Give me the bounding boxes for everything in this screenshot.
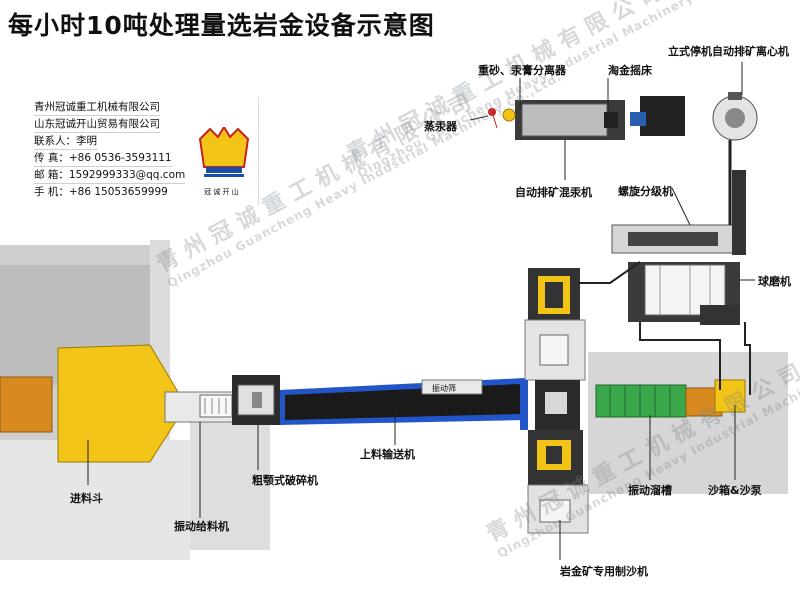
feed-hopper (57, 344, 179, 463)
feed-bin (0, 376, 53, 433)
fax: 传 真：+86 0536-3593111 (34, 150, 172, 167)
pipe (744, 322, 751, 395)
vibrating-feeder (164, 391, 236, 423)
spiral-classifier (611, 170, 746, 255)
shaking-table (630, 96, 685, 136)
mercury-separator (488, 108, 516, 129)
label-feed-hopper: 进料斗 (70, 492, 103, 505)
main-conveyor (280, 378, 525, 425)
company-name-2: 山东冠诚开山贸易有限公司 (34, 116, 160, 133)
pipe (639, 322, 721, 390)
label-centrifuge: 立式停机自动排矿离心机 (668, 45, 789, 58)
jaw-crusher (232, 375, 280, 425)
label-mercury-separator: 重砂、汞膏分离器 (478, 64, 566, 77)
ball-mill (628, 262, 740, 325)
amalgamation-mixer (515, 100, 625, 140)
label-vibrating-chute: 振动溜槽 (628, 484, 672, 497)
page-title: 每小时10吨处理量选岩金设备示意图 (8, 11, 435, 40)
label-mercury-still: 蒸汞器 (424, 120, 457, 133)
logo-text: 冠 诚 开 山 (204, 188, 239, 196)
label-amalgamation-mixer: 自动排矿混汞机 (515, 186, 592, 199)
email: 邮 箱：1592999333@qq.com (34, 167, 186, 184)
label-shaking-table: 淘金摇床 (608, 64, 652, 77)
centrifuge (712, 92, 758, 225)
label-ball-mill: 球磨机 (758, 275, 791, 288)
label-spiral-classifier: 螺旋分级机 (618, 185, 673, 198)
pipe (578, 261, 641, 284)
label-vibrating-feeder: 振动给料机 (174, 520, 229, 533)
mobile: 手 机：+86 15053659999 (34, 186, 168, 198)
sand-maker (520, 268, 589, 534)
contact-person: 联系人：李明 (34, 133, 97, 150)
label-conveyor: 上料输送机 (360, 448, 415, 461)
company-card: 青州冠诚重工机械有限公司 山东冠诚开山贸易有限公司 联系人：李明 传 真：+86… (26, 97, 259, 205)
label-sand-pump: 沙箱&沙泵 (708, 484, 762, 497)
label-vibrating-screen: 振动筛 (432, 384, 456, 393)
company-name-1: 青州冠诚重工机械有限公司 (34, 99, 160, 116)
label-jaw-crusher: 粗颚式破碎机 (252, 474, 318, 487)
label-sand-maker: 岩金矿专用制沙机 (560, 565, 648, 578)
company-logo (198, 127, 250, 177)
leader-lines (87, 62, 755, 560)
